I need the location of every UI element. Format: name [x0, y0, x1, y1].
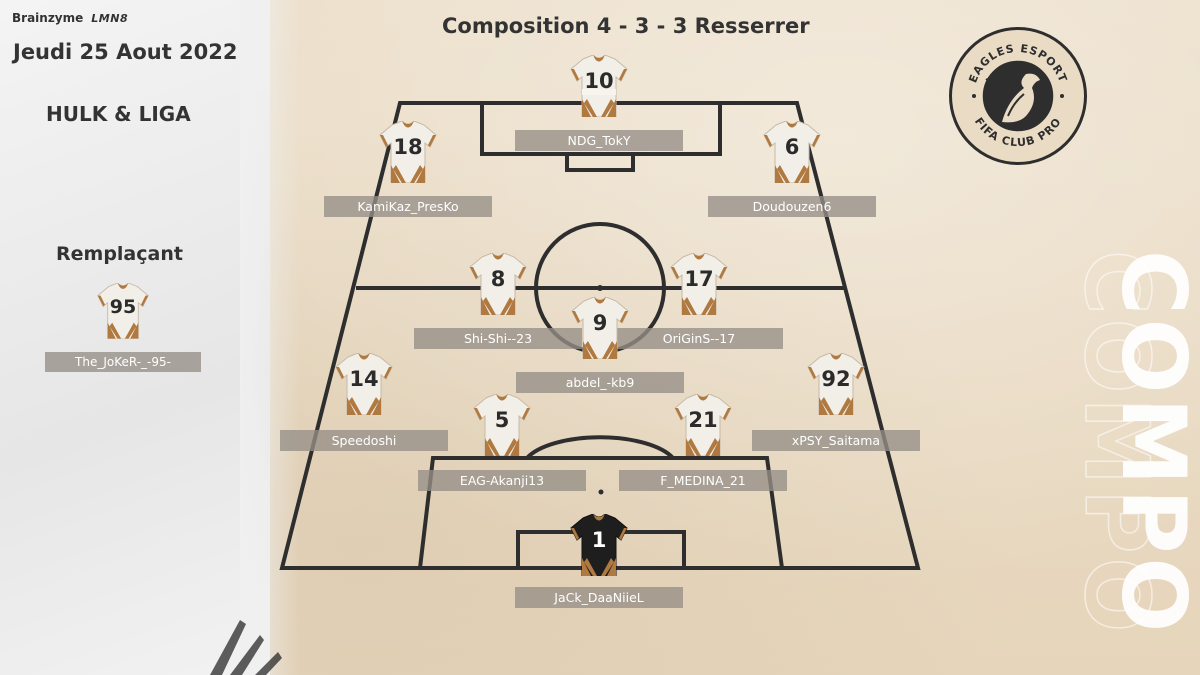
jersey-number: 95 — [109, 296, 137, 318]
formation-title: Composition 4 - 3 - 3 Resserrer — [442, 14, 810, 38]
player-forward-left: 18 KamiKaz_PresKo — [324, 121, 492, 217]
player-name: abdel_-kb9 — [516, 372, 684, 393]
club-crest-icon: EAGLES ESPORT FIFA CLUB PRO — [966, 42, 1068, 149]
player-midfield-center: 9 abdel_-kb9 — [516, 297, 684, 393]
jersey-icon — [468, 253, 528, 315]
player-name: Doudouzen6 — [708, 196, 876, 217]
jersey-icon — [334, 353, 394, 415]
player-defender-left: 14 Speedoshi — [280, 353, 448, 451]
jersey-number: 17 — [684, 267, 714, 291]
jersey-number: 5 — [494, 408, 510, 432]
jersey-number: 8 — [490, 267, 506, 291]
player-name: Speedoshi — [280, 430, 448, 451]
player-name: KamiKaz_PresKo — [324, 196, 492, 217]
player-midfield-right: 17 OriGinS--17 — [615, 253, 783, 349]
jersey-number: 21 — [688, 408, 718, 432]
jersey-icon — [378, 121, 438, 183]
jersey-number: 6 — [784, 135, 800, 159]
match-date: Jeudi 25 Aout 2022 — [13, 40, 238, 64]
jersey-number: 9 — [592, 311, 608, 335]
jersey-number: 1 — [591, 528, 607, 552]
jersey-number: 92 — [821, 367, 851, 391]
player-name: Shi-Shi--23 — [414, 328, 582, 349]
club-logo: EAGLES ESPORT FIFA CLUB PRO — [949, 27, 1087, 165]
match-teams: HULK & LIGA — [46, 102, 191, 126]
player-goalkeeper: 1 JaCk_DaaNiieL — [515, 514, 683, 608]
jersey-icon — [569, 514, 629, 576]
player-defender-right: 92 xPSY_Saitama — [752, 353, 920, 451]
jersey-number: 10 — [584, 69, 614, 93]
player-name: JaCk_DaaNiieL — [515, 587, 683, 608]
sponsor-logos: Brainzyme LMN8 — [12, 11, 128, 25]
sponsor-brainzyme: Brainzyme — [12, 11, 84, 25]
brush-stroke-decoration — [210, 620, 282, 675]
player-forward-center: 10 NDG_TokY — [515, 55, 683, 151]
player-name: OriGinS--17 — [615, 328, 783, 349]
player-name: xPSY_Saitama — [752, 430, 920, 451]
player-name: NDG_TokY — [515, 130, 683, 151]
jersey-icon — [673, 394, 733, 456]
player-forward-right: 6 Doudouzen6 — [708, 121, 876, 217]
player-defender-center-right: 21 F_MEDINA_21 — [619, 394, 787, 491]
substitutes-title: Remplaçant — [56, 243, 183, 265]
substitute-player: 95 The_JoKeR-_-95- — [45, 283, 201, 372]
panel-fade — [240, 0, 300, 675]
player-name: The_JoKeR-_-95- — [45, 352, 201, 372]
jersey-icon — [762, 121, 822, 183]
jersey-icon — [472, 394, 532, 456]
watermark-text: COMPO — [1102, 250, 1200, 637]
player-name: F_MEDINA_21 — [619, 470, 787, 491]
jersey-icon — [669, 253, 729, 315]
jersey-icon — [569, 55, 629, 117]
player-midfield-left: 8 Shi-Shi--23 — [414, 253, 582, 349]
compo-watermark: COMPO COMPO — [1050, 240, 1200, 670]
player-name: EAG-Akanji13 — [418, 470, 586, 491]
jersey-number: 14 — [349, 367, 379, 391]
jersey-icon — [96, 283, 150, 339]
sponsor-lmn8: LMN8 — [91, 11, 129, 25]
jersey-number: 18 — [393, 135, 423, 159]
jersey-icon — [570, 297, 630, 359]
jersey-icon — [806, 353, 866, 415]
player-defender-center-left: 5 EAG-Akanji13 — [418, 394, 586, 491]
